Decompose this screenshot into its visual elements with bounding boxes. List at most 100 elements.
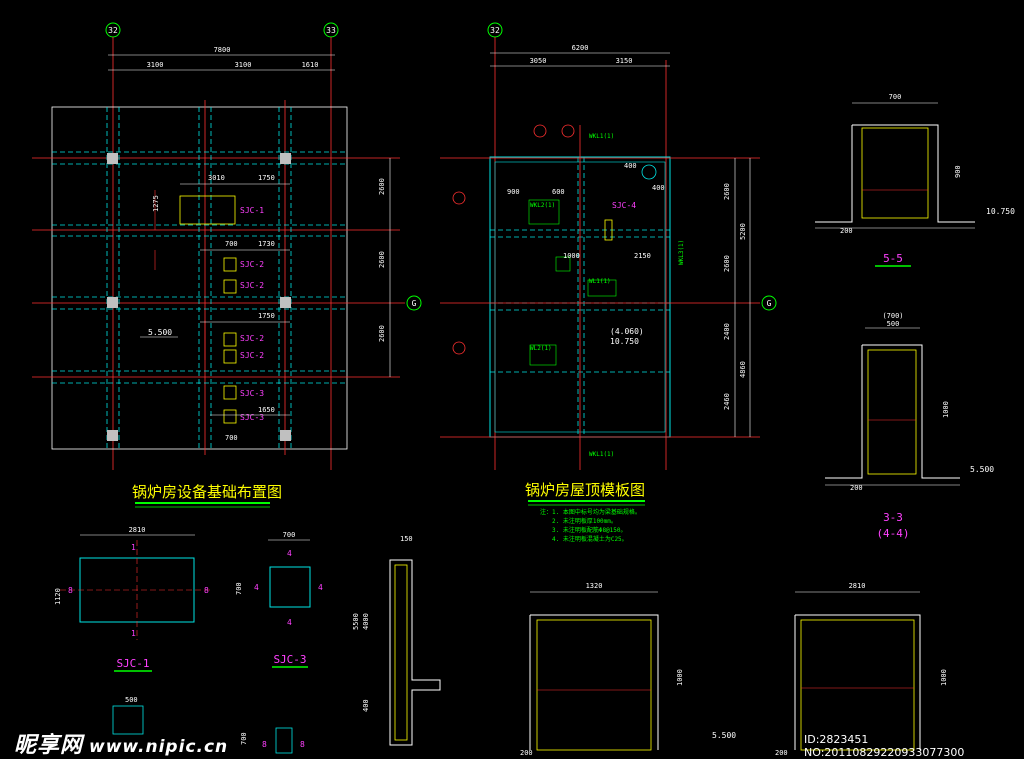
- sjc-label-3a: SJC-3: [240, 389, 264, 398]
- small-w2: 700: [240, 732, 248, 745]
- sjc1-mark-bottom: 1: [131, 629, 136, 638]
- secA-height: 1000: [676, 669, 684, 686]
- sjc-label-2d: SJC-2: [240, 351, 264, 360]
- plan1-axis-g-bubble: G: [412, 299, 417, 308]
- plan2-sjc4-label: SJC-4: [612, 201, 636, 210]
- secB-base: 200: [775, 749, 788, 757]
- plan2-note-4: 4. 未注明板混凝土为C25。: [552, 535, 628, 543]
- plan2-inner-dim-2: 600: [552, 188, 565, 196]
- plan2-inner-dim-6: 2150: [634, 252, 651, 260]
- watermark-id: ID:2823451 NO:20110829220933077300: [804, 733, 965, 759]
- plan2-axis-g-bubble: G: [767, 299, 772, 308]
- plan-2-roof-template: 32 6200 3050 3150: [440, 22, 777, 543]
- beam-label-4: WL2(1): [530, 345, 552, 352]
- sjc3-mark-top: 4: [287, 549, 292, 558]
- small-mark-2: 8: [300, 740, 305, 749]
- small-mark-1: 8: [262, 740, 267, 749]
- sjc1-mark-top: 1: [131, 543, 136, 552]
- plan2-dim-right-5: 4860: [739, 361, 747, 378]
- s55-elev: 10.750: [986, 207, 1015, 216]
- plan1-inner-dim-4: 700: [225, 240, 238, 248]
- plan2-dim-b: 3150: [616, 57, 633, 65]
- plan1-inner-dim-8: 700: [225, 434, 238, 442]
- plan1-inner-dim-7: 1650: [258, 406, 275, 414]
- secA-base: 200: [520, 749, 533, 757]
- section-5-5: 700 900 200 10.750 5-5: [815, 93, 1015, 267]
- s33-width2: 500: [887, 320, 900, 328]
- plan1-dim-a: 3100: [147, 61, 164, 69]
- plan2-inner-dim-3: 400: [624, 162, 637, 170]
- sjc3-mark-bottom: 4: [287, 618, 292, 627]
- s33-width: (700): [882, 312, 903, 320]
- s33-height: 1000: [942, 401, 950, 418]
- sjc-label-2a: SJC-2: [240, 260, 264, 269]
- sjc-3-detail: 700 700 4 4 4 4 SJC-3: [235, 531, 323, 668]
- beam-label-1: WKL1(1): [589, 133, 614, 140]
- secB-height: 1000: [940, 669, 948, 686]
- beam-label-6: WKL1(1): [589, 451, 614, 458]
- s55-height: 900: [954, 165, 962, 178]
- plan2-note-1: 注：1. 本图中标号均为梁基础规格。: [540, 508, 641, 516]
- watermark-brand-text: 昵享网: [14, 733, 84, 758]
- col-h2: 4000: [362, 613, 370, 630]
- sjc1-height: 1120: [54, 588, 62, 605]
- small-parts: 500 700 8 8: [112, 696, 305, 754]
- sjc3-height: 700: [235, 582, 243, 595]
- column-detail: 150 5500 4000 400: [352, 535, 441, 746]
- plan2-dim-total: 6200: [572, 44, 589, 52]
- section-3-3: (700) 500 1000 200 5.500 3-3 (4-4): [825, 312, 994, 540]
- plan2-note-2: 2. 未注明板厚100mm。: [552, 517, 617, 525]
- plan2-dim-a: 3050: [530, 57, 547, 65]
- secA-width: 1320: [586, 582, 603, 590]
- plan1-inner-dim-1: 3010: [208, 174, 225, 182]
- plan1-elevation: 5.500: [148, 328, 172, 337]
- col-h3: 400: [362, 699, 370, 712]
- bottom-section-a: 1320 1000 200 5.500: [520, 582, 736, 757]
- sjc-label-1: SJC-1: [240, 206, 264, 215]
- s33-title: 3-3: [883, 511, 903, 524]
- plan1-inner-dim-6: 1750: [258, 312, 275, 320]
- plan2-inner-dim-5: 1000: [563, 252, 580, 260]
- s33-subtitle: (4-4): [876, 527, 909, 540]
- sjc3-width: 700: [283, 531, 296, 539]
- plan2-inner-dim-4: 400: [652, 184, 665, 192]
- sjc-label-3b: SJC-3: [240, 413, 264, 422]
- plan1-dim-right-2: 2600: [378, 251, 386, 268]
- sjc-label-2b: SJC-2: [240, 281, 264, 290]
- sjc1-title: SJC-1: [116, 657, 149, 670]
- plan2-inner-dim-1: 900: [507, 188, 520, 196]
- sjc1-width: 2810: [129, 526, 146, 534]
- plan2-dim-right-6: 2460: [723, 393, 731, 410]
- plan2-elev-2: 10.750: [610, 337, 639, 346]
- plan2-elev-1: (4.060): [610, 327, 644, 336]
- plan-1-foundation-layout: 32 33 7800 3100 3100 1610: [32, 22, 422, 508]
- secA-elev: 5.500: [712, 731, 736, 740]
- col-h1: 5500: [352, 613, 360, 630]
- plan2-dim-right-2: 5200: [739, 223, 747, 240]
- beam-label-3: WL1(1): [589, 278, 611, 285]
- sjc-label-2c: SJC-2: [240, 334, 264, 343]
- col-top: 150: [400, 535, 413, 543]
- s33-elev: 5.500: [970, 465, 994, 474]
- axis-32-bubble: 32: [108, 26, 118, 35]
- beam-label-2: WKL2(1): [530, 202, 555, 209]
- beam-label-5: WKL3(1): [678, 240, 685, 265]
- s33-base: 200: [850, 484, 863, 492]
- plan2-dim-right-1: 2600: [723, 183, 731, 200]
- sjc1-mark-right: 8: [204, 586, 209, 595]
- small-w1: 500: [125, 696, 138, 704]
- plan1-dim-b: 3100: [235, 61, 252, 69]
- secB-width: 2810: [849, 582, 866, 590]
- s55-base: 200: [840, 227, 853, 235]
- plan2-dim-right-3: 2600: [723, 255, 731, 272]
- s55-width: 700: [889, 93, 902, 101]
- plan1-title: 锅炉房设备基础布置图: [132, 483, 282, 501]
- plan2-axis-32-bubble: 32: [490, 26, 500, 35]
- plan1-dim-right-3: 2600: [378, 325, 386, 342]
- s55-title: 5-5: [883, 252, 903, 265]
- plan1-inner-dim-3: 1275: [152, 195, 160, 212]
- plan2-title: 锅炉房屋顶模板图: [525, 481, 645, 499]
- sjc3-mark-right: 4: [318, 583, 323, 592]
